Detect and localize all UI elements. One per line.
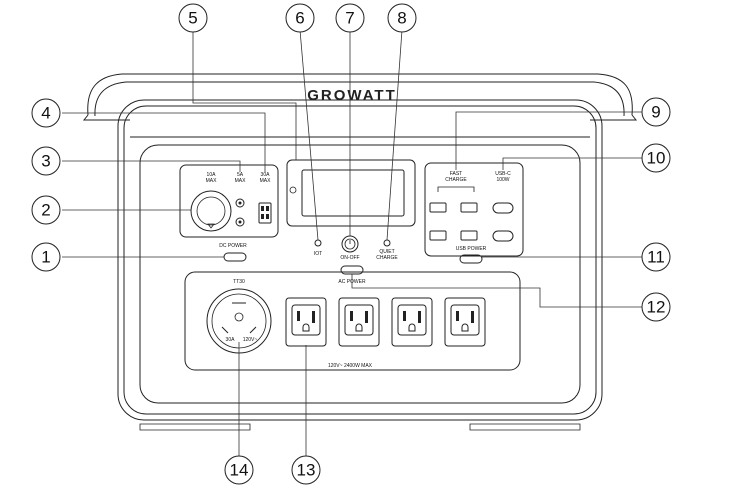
callout-number: 9 (651, 103, 660, 122)
ac-power-button[interactable] (340, 265, 364, 275)
callout-3: 3 (31, 146, 61, 176)
callout-number: 3 (41, 152, 50, 171)
callout-number: 12 (647, 298, 666, 317)
callout-number: 2 (41, 201, 50, 220)
usb-a-fast-port-2 (460, 202, 478, 213)
usbc-label-line1: USB-C (495, 171, 511, 177)
callout-number: 13 (297, 461, 316, 480)
callout-4: 4 (31, 98, 61, 128)
usbc-label-line2: 100W (496, 177, 509, 183)
lcd-display (286, 159, 416, 227)
callout-5: 5 (178, 3, 208, 33)
ac-outlet-2 (338, 297, 380, 347)
ac-rating-label: 120V~ 2400W MAX (328, 363, 373, 369)
callout-number: 1 (41, 248, 50, 267)
dc5521-port-top (235, 198, 245, 208)
callout-1: 1 (31, 242, 61, 272)
callout-7: 7 (335, 3, 365, 33)
usb-output-section: FAST CHARGE USB-C 100W USB POWER (424, 162, 524, 257)
dc-power-label: DC POWER (219, 243, 247, 249)
usb-power-label: USB POWER (456, 246, 487, 252)
ac-output-section: TT30 30A 120V~ 120V~ 2400W MAX (184, 271, 521, 371)
callout-number: 14 (230, 461, 249, 480)
dc-5a-max: MAX (235, 178, 247, 184)
quiet-charge-label-line2: CHARGE (376, 255, 398, 261)
brand-logo: GROWATT (307, 87, 397, 104)
power-button-label: ON-OFF (340, 255, 359, 261)
power-button[interactable] (341, 235, 359, 253)
callout-number: 8 (397, 9, 406, 28)
quiet-charge-button[interactable] (383, 239, 391, 247)
callout-12: 12 (641, 292, 671, 322)
dc-5a-rating: 5A (237, 172, 244, 178)
callout-13: 13 (291, 455, 321, 485)
callout-number: 4 (41, 104, 50, 123)
tt30-volt-label: 120V~ (243, 337, 258, 343)
callout-number: 6 (295, 9, 304, 28)
car-port-rating: 10A (207, 172, 217, 178)
callout-2: 2 (31, 195, 61, 225)
car-port-max: MAX (206, 178, 218, 184)
ac-outlet-3 (391, 297, 433, 347)
callout-number: 5 (188, 9, 197, 28)
callout-9: 9 (641, 97, 671, 127)
dc-power-button[interactable] (223, 252, 247, 262)
usb-c-port-1 (492, 202, 514, 214)
callout-11: 11 (641, 242, 671, 272)
usb-power-button[interactable] (459, 254, 483, 264)
usb-a-port-3 (429, 230, 447, 241)
quiet-charge-label-line1: QUIET (379, 249, 394, 255)
callout-10: 10 (641, 143, 671, 173)
dc5521-port-bottom (235, 217, 245, 227)
callout-8: 8 (387, 3, 417, 33)
fast-charge-label-line1: FAST (450, 171, 463, 177)
usb-a-fast-port-1 (429, 202, 447, 213)
callout-lines (62, 29, 642, 470)
callout-number: 10 (647, 149, 666, 168)
fast-charge-label-line2: CHARGE (445, 177, 467, 183)
ac-outlet-1 (285, 297, 327, 347)
device-body (117, 99, 603, 431)
ac-outlet-4 (444, 297, 486, 347)
anderson-rating: 30A (261, 172, 271, 178)
tt30-amp-label: 30A (226, 337, 236, 343)
anderson-port (258, 202, 272, 224)
iot-label: IOT (314, 251, 322, 257)
tt30-label: TT30 (233, 279, 245, 285)
dc-output-section: 10A MAX 5A MAX 30A MAX DC POWER (179, 164, 279, 249)
callout-14: 14 (224, 455, 254, 485)
iot-button[interactable] (314, 239, 322, 247)
callout-6: 6 (285, 3, 315, 33)
usb-a-port-4 (460, 230, 478, 241)
carry-handle (82, 73, 638, 121)
usb-c-port-2 (492, 230, 514, 242)
callout-number: 7 (345, 9, 354, 28)
callout-number: 11 (647, 248, 665, 267)
car-socket-port (190, 190, 232, 232)
anderson-max: MAX (260, 178, 272, 184)
front-panel (139, 144, 581, 404)
